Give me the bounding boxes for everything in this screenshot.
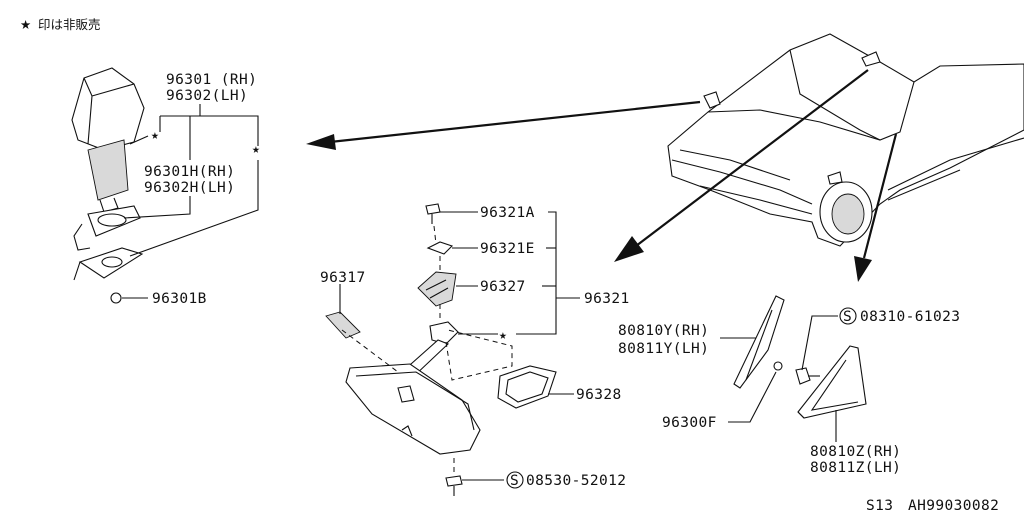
legend-note: 印は非販売 (38, 17, 101, 32)
label-96301h: 96301H(RH) (144, 164, 235, 180)
inner-mirror-illustration (325, 203, 557, 496)
label-80810y: 80810Y(RH) (618, 323, 709, 339)
label-96300f: 96300F (662, 415, 717, 431)
label-96302h: 96302H(LH) (144, 180, 235, 196)
label-96317: 96317 (320, 270, 366, 286)
label-96301: 96301 (RH) (166, 72, 257, 88)
screw-symbol-08310 (839, 307, 857, 325)
star-marker-1: ★ (151, 128, 159, 143)
star-marker-3: ★ (499, 328, 507, 343)
screw-symbol-08530 (506, 471, 524, 489)
dash-96317 (341, 329, 399, 373)
right-leaders (720, 315, 838, 442)
screw-s-08530: S (510, 473, 519, 489)
dash-96328 (445, 329, 513, 381)
label-96302: 96302(LH) (166, 88, 248, 104)
center-leaders (339, 211, 580, 481)
screw-s-08310: S (843, 309, 852, 325)
star-marker-2: ★ (252, 142, 260, 157)
label-96321e: 96321E (480, 241, 535, 257)
left-leaders (122, 104, 259, 299)
drawing-number: AH99030082 (908, 498, 999, 512)
section-code: S13 (866, 498, 893, 512)
dash-stack (433, 225, 441, 322)
label-80811z: 80811Z(LH) (810, 460, 901, 476)
label-80811y: 80811Y(LH) (618, 341, 709, 357)
label-96327: 96327 (480, 279, 526, 295)
arrow-to-inner-mirror (614, 69, 869, 262)
legend-star: ★ (20, 17, 31, 32)
corner-finisher-illustration (733, 295, 867, 419)
label-08530: 08530-52012 (526, 473, 626, 489)
door-mirror-illustration (71, 67, 145, 304)
arrow-to-door-mirror (306, 100, 701, 150)
label-96301b: 96301B (152, 291, 207, 307)
car-illustration (667, 33, 1024, 247)
label-96328: 96328 (576, 387, 622, 403)
label-80810z: 80810Z(RH) (810, 444, 901, 460)
label-96321a: 96321A (480, 205, 535, 221)
arrow-to-corner-finisher (854, 133, 898, 282)
label-96321: 96321 (584, 291, 630, 307)
label-08310: 08310-61023 (860, 309, 960, 325)
